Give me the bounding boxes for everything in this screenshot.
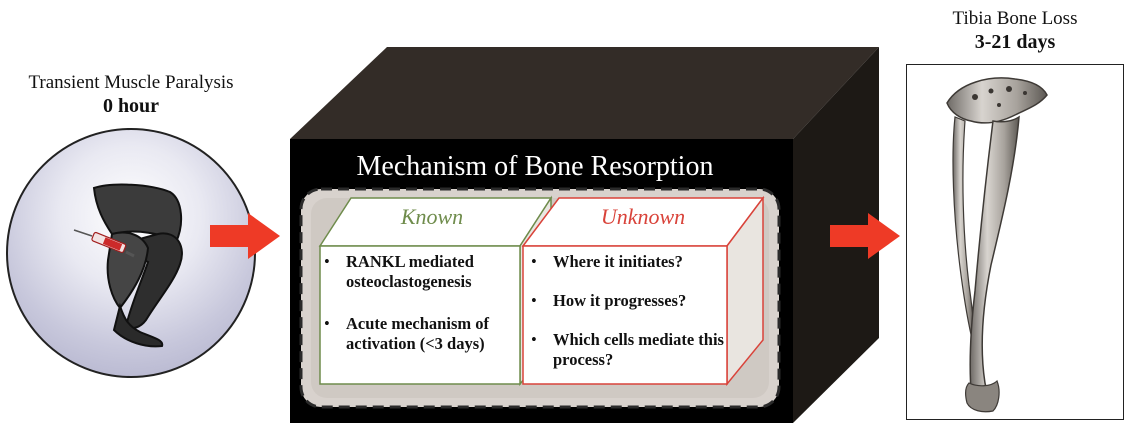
tibia-bone-icon bbox=[907, 65, 1122, 418]
tibia-image bbox=[906, 64, 1124, 420]
mechanism-title: Mechanism of Bone Resorption bbox=[290, 150, 780, 184]
box-top-face bbox=[290, 47, 879, 139]
arrow-right-icon bbox=[830, 213, 900, 259]
known-title: Known bbox=[318, 204, 546, 230]
bone-loss-caption: Tibia Bone Loss 3-21 days bbox=[905, 8, 1125, 54]
known-item: Acute mechanism of activation (<3 days) bbox=[320, 314, 520, 354]
unknown-list: Where it initiates? How it progresses? W… bbox=[527, 252, 747, 370]
paralysis-title: Transient Muscle Paralysis bbox=[0, 72, 262, 94]
bone-loss-time: 3-21 days bbox=[905, 30, 1125, 54]
paralysis-time: 0 hour bbox=[0, 94, 262, 118]
bone-loss-title: Tibia Bone Loss bbox=[905, 8, 1125, 30]
unknown-title: Unknown bbox=[520, 204, 766, 230]
known-list: RANKL mediated osteoclastogenesis Acute … bbox=[320, 252, 520, 354]
unknown-item: Which cells mediate this process? bbox=[527, 330, 747, 370]
known-item: RANKL mediated osteoclastogenesis bbox=[320, 252, 520, 292]
unknown-item: Where it initiates? bbox=[527, 252, 747, 272]
unknown-item: How it progresses? bbox=[527, 291, 747, 311]
arrow-right-icon bbox=[210, 213, 280, 259]
paralysis-caption: Transient Muscle Paralysis 0 hour bbox=[0, 72, 262, 118]
